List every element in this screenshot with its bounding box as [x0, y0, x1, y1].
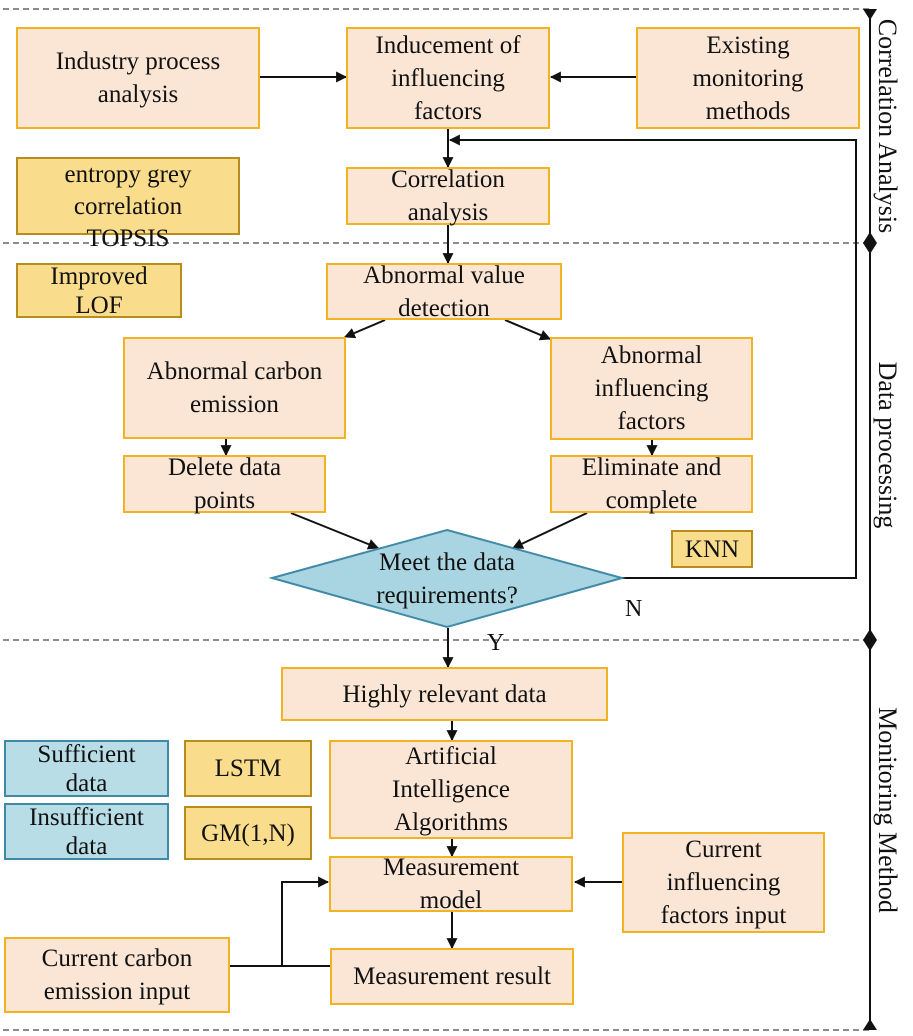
section-label-monitoring: Monitoring Method	[873, 707, 902, 913]
gm-box: GM(1,N)	[184, 806, 312, 860]
abnormal-factors-box: Abnormal influencing factors	[550, 337, 753, 440]
eliminate-box: Eliminate and complete	[550, 454, 753, 514]
section-label-data-processing: Data processing	[873, 361, 902, 529]
arrow-carbon-to-model	[281, 876, 330, 966]
industry-process-box: Industry process analysis	[16, 27, 260, 129]
arrow-eliminate-to-decision	[512, 512, 588, 549]
arrow-abnormal-to-carbon	[343, 319, 386, 339]
sufficient-data-box: Sufficient data	[4, 740, 169, 797]
delete-points-box: Delete data points	[123, 454, 326, 514]
abnormal-carbon-box: Abnormal carbon emission	[123, 337, 346, 439]
highly-relevant-box: Highly relevant data	[281, 667, 608, 721]
inducement-box: Inducement of influencing factors	[346, 27, 550, 129]
ai-algorithms-box: Artificial Intelligence Algorithms	[329, 740, 573, 839]
lstm-box: LSTM	[184, 740, 312, 797]
abnormal-value-box: Abnormal value detection	[326, 262, 562, 322]
knn-box: KNN	[671, 530, 753, 568]
yes-label: Y	[487, 630, 505, 656]
section-label-correlation: Correlation Analysis	[873, 18, 902, 234]
span-bar-ticks	[863, 9, 877, 1030]
current-factors-box: Current influencing factors input	[622, 832, 825, 933]
existing-methods-box: Existing monitoring methods	[636, 27, 860, 129]
insufficient-data-box: Insufficient data	[4, 803, 169, 860]
measurement-model-box: Measurement model	[329, 854, 573, 914]
correlation-analysis-box: Correlation analysis	[346, 166, 550, 226]
measurement-result-box: Measurement result	[330, 948, 574, 1005]
arrow-feedback-loop	[448, 134, 857, 579]
arrow-abnormal-to-factors	[504, 319, 552, 341]
decision-diamond	[268, 528, 626, 629]
arrow-delete-to-decision	[290, 512, 380, 550]
entropy-method-box: entropy grey correlation TOPSIS	[16, 157, 240, 252]
decision-label: Meet the data requirements?	[376, 549, 518, 609]
no-label: N	[625, 596, 643, 622]
improved-lof-box: Improved LOF	[16, 263, 182, 319]
current-carbon-box: Current carbon emission input	[4, 937, 230, 1013]
